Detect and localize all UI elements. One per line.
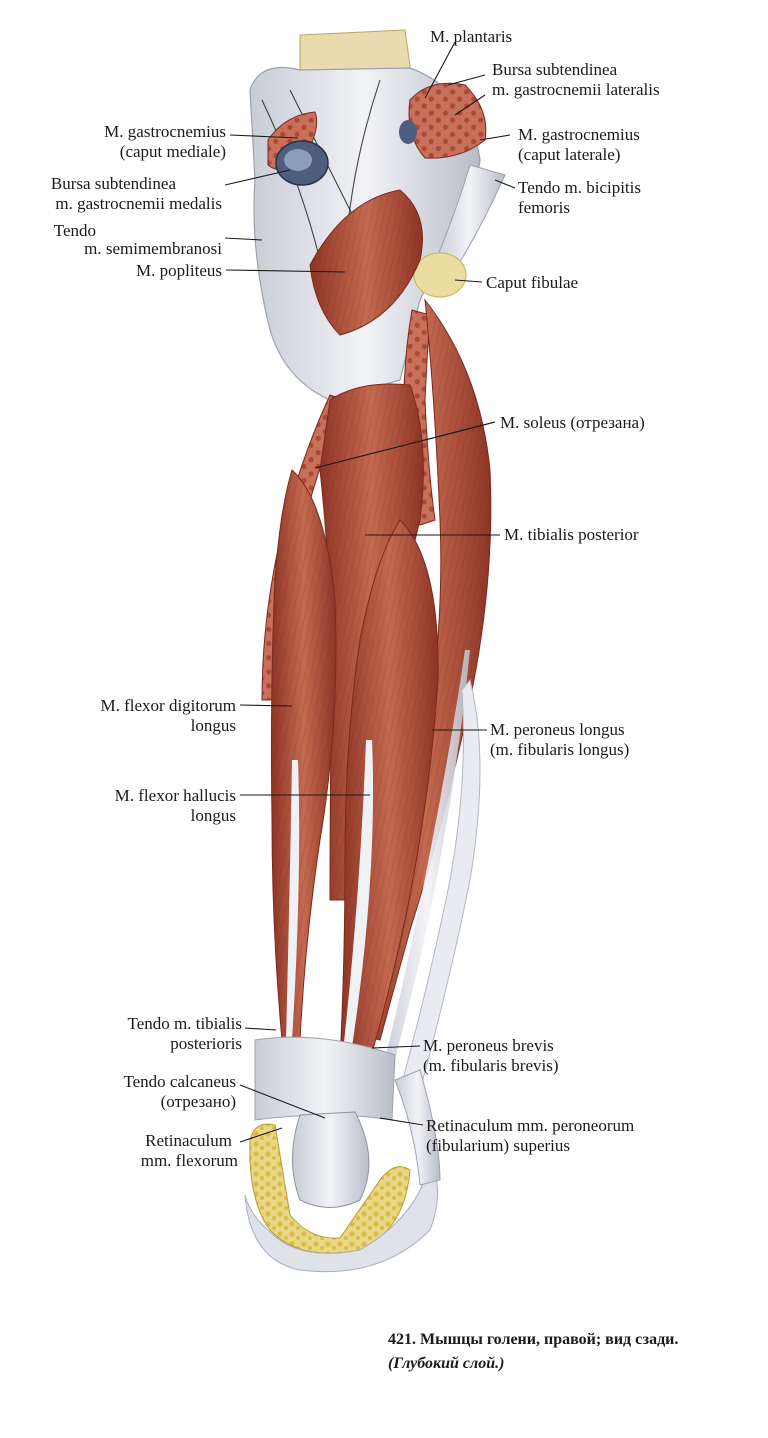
label-tibialis-posterior: M. tibialis posterior: [504, 525, 639, 544]
label-gastrocnemius-lateral-2: (caput laterale): [518, 145, 620, 164]
fibular-head: [413, 252, 467, 298]
label-retinaculum-peroneorum-2: (fibularium) superius: [426, 1136, 570, 1155]
label-tendo-semimembranosi-2: m. semimembranosi: [84, 239, 222, 258]
gastrocnemius-lateral-cut: [399, 82, 487, 159]
label-tendo-biceps-2: femoris: [518, 198, 570, 217]
ankle-region: [244, 1036, 441, 1273]
gastrocnemius-medial-cut: [267, 111, 329, 186]
label-caput-fibulae: Caput fibulae: [486, 273, 578, 292]
leader-lines: [224, 41, 516, 1143]
label-retinaculum-peroneorum-1: Retinaculum mm. peroneorum: [426, 1116, 634, 1135]
label-tendo-biceps-1: Tendo m. bicipitis: [518, 178, 641, 197]
label-popliteus: M. popliteus: [136, 261, 222, 280]
label-gastrocnemius-lateral-1: M. gastrocnemius: [518, 125, 640, 144]
label-bursa-lateral-2: m. gastrocnemii lateralis: [492, 80, 660, 99]
label-gastrocnemius-medial-1: M. gastrocnemius: [104, 122, 226, 141]
label-peroneus-longus-2: (m. fibularis longus): [490, 740, 629, 759]
caption-main: 421. Мышцы голени, правой; вид сзади.: [388, 1331, 679, 1348]
label-bursa-medial-2: m. gastrocnemii medalis: [55, 194, 222, 213]
label-peroneus-longus-1: M. peroneus longus: [490, 720, 625, 739]
label-gastrocnemius-medial-2: (caput mediale): [120, 142, 226, 161]
label-fhl-2: longus: [191, 806, 236, 825]
label-fdl-2: longus: [191, 716, 236, 735]
label-soleus: M. soleus (отрезана): [500, 413, 645, 432]
label-fhl-1: M. flexor hallucis: [115, 786, 236, 805]
label-peroneus-brevis-1: M. peroneus brevis: [423, 1036, 554, 1055]
label-peroneus-brevis-2: (m. fibularis brevis): [423, 1056, 559, 1075]
label-tendo-calcaneus-1: Tendo calcaneus: [123, 1072, 236, 1091]
label-retinaculum-flexorum-2: mm. flexorum: [141, 1151, 238, 1170]
label-bursa-lateral-1: Bursa subtendinea: [492, 60, 618, 79]
label-retinaculum-flexorum-1: Retinaculum: [145, 1131, 232, 1150]
label-tendo-calcaneus-2: (отрезано): [161, 1092, 236, 1111]
label-fdl-1: M. flexor digitorum: [100, 696, 236, 715]
label-tendo-tibialis-2: posterioris: [170, 1034, 242, 1053]
figure-caption: 421. Мышцы голени, правой; вид сзади. (Г…: [388, 1328, 748, 1376]
label-plantaris: M. plantaris: [430, 27, 512, 46]
caption-sub: (Глубокий слой.): [388, 1355, 505, 1372]
label-bursa-medial-1: Bursa subtendinea: [51, 174, 177, 193]
label-tendo-tibialis-1: Tendo m. tibialis: [128, 1014, 243, 1033]
label-tendo-semimembranosi-1: Tendo: [54, 221, 96, 240]
